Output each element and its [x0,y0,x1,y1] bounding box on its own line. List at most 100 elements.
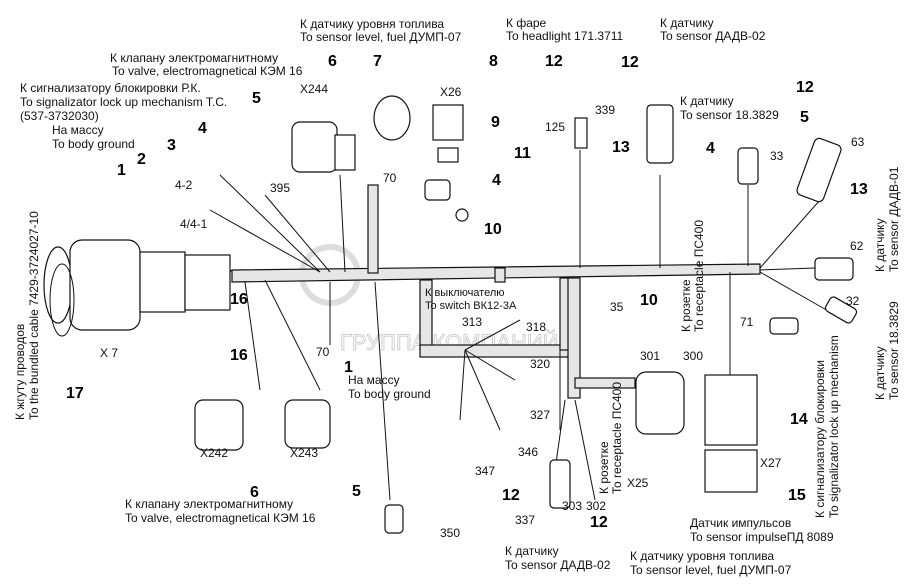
label-s18r-en: To sensor 18.3829 [887,301,901,400]
sensor-32-drawing [824,296,858,324]
label-s18-ru: К датчику [680,94,734,108]
callout: 1 [344,359,353,376]
connector-x7: X 7 [100,346,118,360]
label-s18r-ru: К датчику [873,346,887,400]
label-impulse-ru: Датчик импульсов [690,516,791,530]
sensor-dadv01-drawing [796,137,842,203]
callout: 9 [491,114,500,131]
label-dadv02-bot-en: To sensor ДАДВ-02 [505,558,611,572]
callout: 1 [117,162,126,179]
plug-71-drawing [769,317,799,335]
callout: 5 [352,483,361,500]
callout: 16 [230,347,248,364]
label-recept2-en: To receptacle ПС400 [610,382,624,494]
label-s18-en: To sensor 18.3829 [680,108,779,122]
wire-number: 350 [440,526,460,540]
wire-number: 337 [515,513,535,527]
fuel-sensor-drawing [373,95,411,141]
label-recept1-ru: К розетке [679,279,693,332]
plug-11-drawing [574,117,588,149]
callout: 5 [800,109,809,126]
harness-bundle [119,150,831,501]
label-bundled-ru: К жгуту проводов [13,324,27,420]
plug-4-right-drawing [737,147,759,185]
callout: 6 [250,484,259,501]
label-ground1-ru: На массу [52,123,104,137]
callout: 12 [590,514,608,531]
callout: 7 [373,53,382,70]
connector-x243-drawing [284,399,331,449]
callout: 10 [484,221,502,238]
callout: 12 [502,487,520,504]
wire-number: 71 [740,315,754,329]
wire-number: 395 [270,181,290,195]
callout: 11 [514,145,531,162]
label-valve-top-en: To valve, electromagnetical КЭМ 16 [112,64,303,78]
label-signal-code: (537-3732030) [20,109,99,123]
label-recept2-ru: К розетке [597,441,611,494]
label-signalr-ru: К сигнализатору блокировки [813,360,827,518]
callout: 10 [640,292,658,309]
label-dadv02-bot-ru: К датчику [505,544,559,558]
callout: 4 [492,172,501,189]
callout: 15 [788,487,806,504]
label-dadv02-top-en: To sensor ДАДВ-02 [660,29,766,43]
connector-x242: X242 [200,446,228,460]
label-switch-en: To switch ВК12-3А [425,300,517,312]
label-headlight-ru: К фаре [506,16,547,30]
label-fuel-bot-ru: К датчику уровня топлива [630,549,774,563]
seal-ring-17 [49,263,75,337]
callout: 2 [137,151,146,168]
label-ground1-en: To body ground [52,137,135,151]
callout: 12 [621,54,639,71]
wire-numbers: 4-2 4/4-1 395 70 125 339 63 33 62 32 71 … [175,103,865,540]
callout: 12 [545,53,563,70]
callout: 13 [850,181,868,198]
callout: 4 [706,140,715,157]
connector-x25-drawing [635,371,685,435]
wire-number: 35 [610,300,624,314]
label-headlight-en: To headlight 171.3711 [506,29,624,43]
connector-x242-drawing [194,399,244,451]
plug-350-drawing [384,504,404,534]
label-recept1-en: To receptacle ПС400 [692,220,706,332]
label-bundled-en: To the bundled cable 7429-3724027-10 [27,211,41,420]
callout: 6 [328,53,337,70]
connector-x7-drawing [43,239,231,331]
callout: 5 [252,90,261,107]
wire-number: 301 [640,349,660,363]
wire-number: 70 [383,171,397,185]
wire-number: 63 [851,135,865,149]
ring-terminal-10 [455,208,469,222]
label-signal-ru: К сигнализатору блокировки Р.К. [20,81,201,95]
wire-number: 32 [846,294,860,308]
callout: 14 [790,411,808,428]
label-valve-top-ru: К клапану электромагнитному [110,51,278,65]
label-fuel-top-en: To sensor level, fuel ДУМП-07 [300,30,462,44]
wire-number: 339 [595,103,615,117]
callout: 16 [230,291,248,308]
plug-9-drawing [437,147,459,163]
callout: 3 [167,137,176,154]
connector-x27: X27 [760,456,782,470]
label-valve-bot-ru: К клапану электромагнитному [125,497,293,511]
wire-number: 300 [683,349,703,363]
wire-number: 346 [518,445,538,459]
connector-x26: X26 [440,85,462,99]
connector-x244: X244 [300,82,328,96]
callouts: 1 2 3 4 5 6 7 8 9 12 12 12 5 13 11 4 4 1… [66,53,868,531]
callout: 13 [612,139,630,156]
label-ground2-en: To body ground [348,387,431,401]
label-ground2-ru: На массу [348,373,400,387]
wire-number: 4/4-1 [180,217,208,231]
callout: 12 [796,79,814,96]
wire-number: 318 [526,320,546,334]
label-switch-ru: К выключателю [425,287,505,299]
label-impulse-en: To sensor impulseПД 8089 [690,530,834,544]
label-fuel-bot-en: To sensor level, fuel ДУМП-07 [630,563,792,577]
callout: 17 [66,385,84,402]
wire-number: 327 [530,408,550,422]
sensor-dadv02-drawing [646,104,674,164]
wire-number: 125 [545,120,565,134]
